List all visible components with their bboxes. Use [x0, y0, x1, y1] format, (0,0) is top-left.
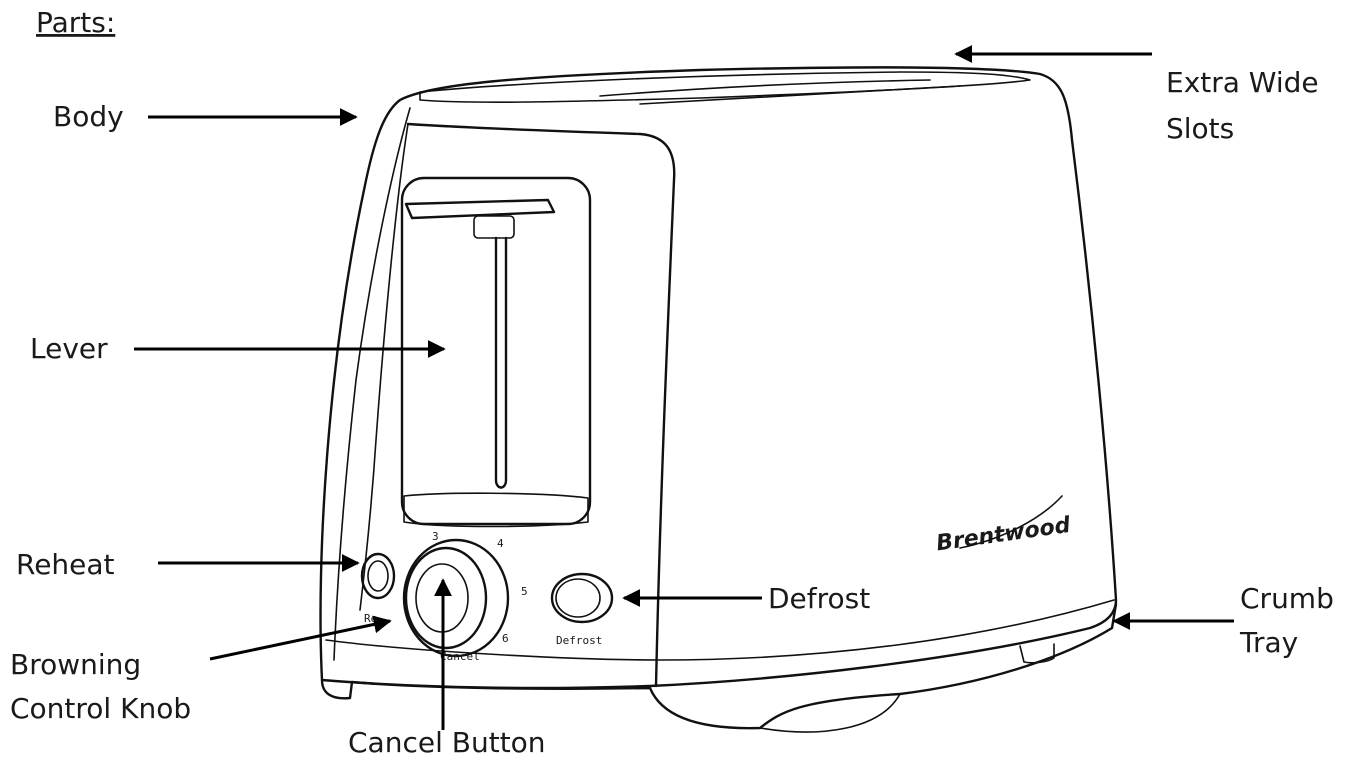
dial-mark-5: 5: [521, 585, 528, 598]
dial-mark-4: 4: [497, 537, 504, 550]
callout-arrows: [134, 45, 1234, 730]
defrost-button[interactable]: [550, 572, 614, 624]
lever-handle: [404, 198, 556, 220]
browning-control-knob[interactable]: [402, 538, 510, 658]
base-plinth: [320, 602, 1118, 730]
label-reheat: Reheat: [16, 548, 115, 581]
label-cancel: Cancel Button: [348, 726, 546, 759]
parts-heading: Parts:: [36, 6, 115, 39]
arrow-knob: [209, 615, 392, 661]
label-lever: Lever: [30, 332, 108, 365]
label-crumb-line1: Crumb: [1240, 582, 1334, 615]
dial-mark-6: 6: [502, 632, 509, 645]
label-crumb-line2: Tray: [1239, 626, 1298, 659]
slot-opening: [419, 71, 1031, 103]
side-panel: [406, 122, 676, 688]
toaster-illustration: Re 3 4 5 6 Cancel Defrost Brentwood: [319, 66, 1118, 733]
reheat-button[interactable]: [360, 552, 396, 600]
label-knob-line2: Control Knob: [10, 692, 191, 725]
label-slots-line1: Extra Wide: [1166, 66, 1319, 99]
label-defrost: Defrost: [768, 582, 870, 615]
toaster-body-contour: [333, 107, 411, 661]
toaster-body-outline: [319, 66, 1118, 690]
label-body: Body: [53, 100, 124, 133]
defrost-small-label: Defrost: [556, 634, 602, 647]
lever-slot: [400, 176, 592, 526]
label-slots-line2: Slots: [1166, 112, 1234, 145]
label-knob-line1: Browning: [10, 648, 141, 681]
slot-divider: [599, 79, 931, 97]
dial-mark-3: 3: [432, 530, 439, 543]
